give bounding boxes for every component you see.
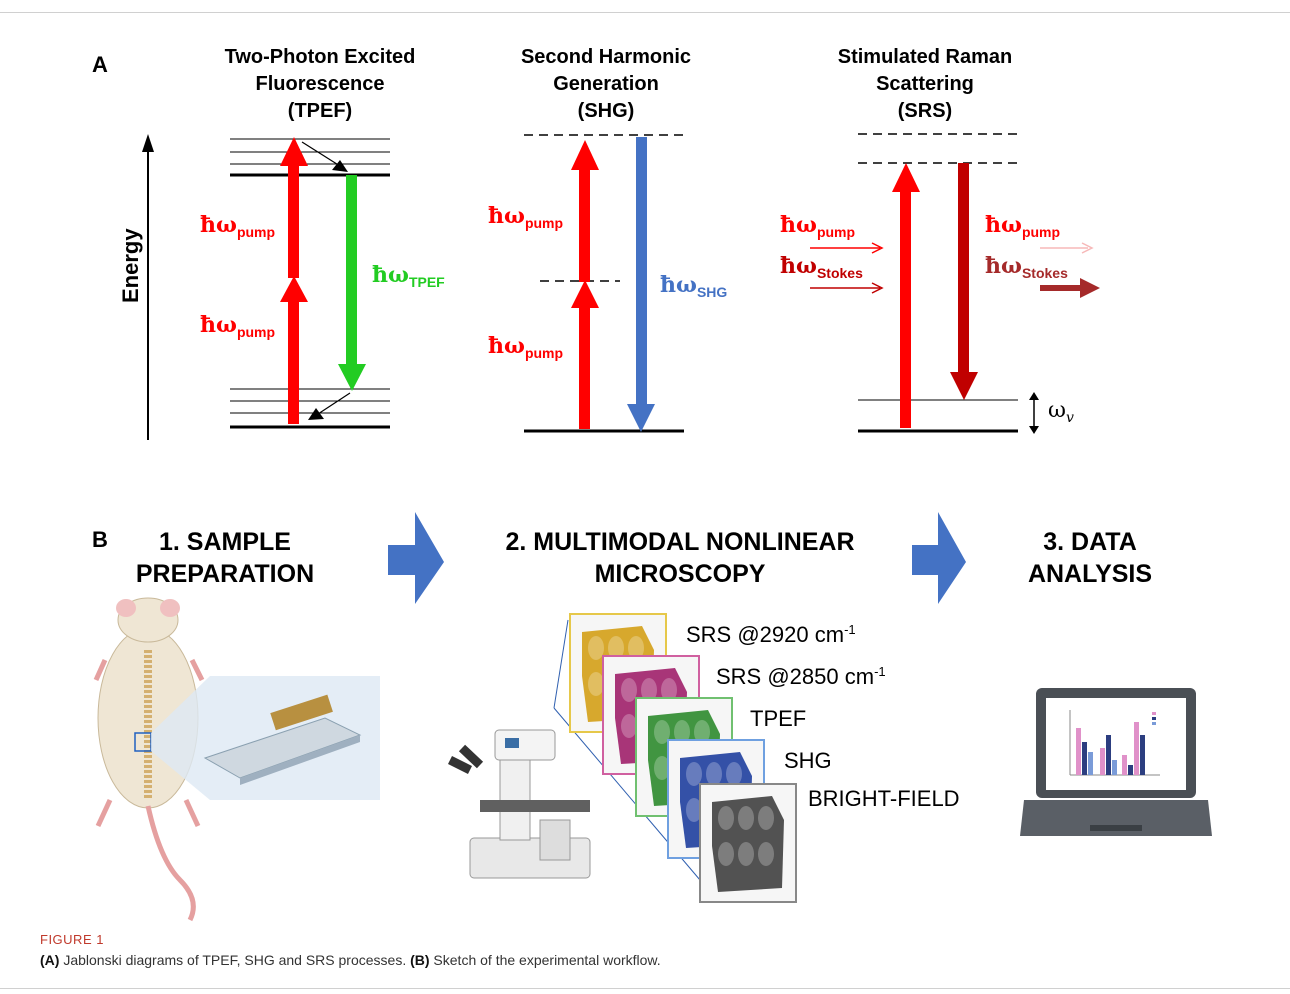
microscope-illustration [447, 619, 701, 881]
srs-stokes-arrow [950, 163, 978, 400]
panel-b-letter: B [92, 527, 108, 552]
shg-pump-label-upper: ħωpump [488, 203, 564, 231]
tpef-title-line1: Two-Photon Excited [224, 46, 416, 68]
srs-title-line3: (SRS) [897, 100, 953, 122]
stack-image-label-text-3: SHG [784, 748, 832, 773]
glass-slide [203, 694, 362, 785]
shg-pump-arrow-upper [571, 140, 599, 282]
caption-text: (A) Jablonski diagrams of TPEF, SHG and … [40, 950, 1250, 970]
shg-pump-arrow-lower [571, 280, 599, 429]
bottom-divider [0, 988, 1290, 989]
stack-image-label-sup-0: -1 [844, 622, 856, 637]
caption-heading: FIGURE 1 [40, 932, 104, 947]
stack-image-label-text-0: SRS @2920 cm [686, 622, 845, 647]
tpef-relaxation-arrows [301, 141, 351, 420]
shg-energy-levels [524, 134, 684, 433]
tpef-pump-arrow-lower [280, 276, 308, 424]
workflow-arrow-1 [388, 512, 444, 604]
srs-input-pump-label: ħωpump [780, 212, 856, 240]
stack-image-label-4: BRIGHT-FIELD [808, 786, 960, 812]
srs-energy-levels [858, 133, 1018, 433]
top-divider [0, 12, 1290, 13]
tpef-emission-label: ħωTPEF [372, 262, 445, 290]
srs-title-line2: Scattering [876, 73, 974, 95]
figure-caption: FIGURE 1 (A) Jablonski diagrams of TPEF,… [40, 930, 1250, 970]
step-data-analysis: 3. DATA ANALYSIS [1005, 526, 1175, 590]
srs-output-pump-arrow [1040, 242, 1094, 254]
step3-line2: ANALYSIS [1027, 560, 1153, 588]
shg-emission-label: ħωSHG [660, 272, 728, 300]
shg-title-line2: Generation [553, 73, 659, 95]
caption-b-text: Sketch of the experimental workflow. [429, 952, 661, 968]
stack-image-label-text-4: BRIGHT-FIELD [808, 786, 960, 811]
caption-a-text: Jablonski diagrams of TPEF, SHG and SRS … [59, 952, 411, 968]
srs-input-pump-arrow [810, 242, 884, 254]
srs-vibrational-label: ωv [1048, 398, 1074, 426]
shg-title-line3: (SHG) [577, 100, 635, 122]
stack-image-label-sup-1: -1 [874, 664, 886, 679]
stack-image-label-2: TPEF [750, 706, 806, 732]
shg-pump-label-lower: ħωpump [488, 333, 564, 361]
stack-image-label-1: SRS @2850 cm-1 [716, 664, 886, 690]
tpef-title-line3: (TPEF) [287, 100, 353, 122]
tpef-energy-levels [230, 138, 390, 429]
srs-pump-arrow [892, 163, 920, 428]
tpef-pump-arrow-upper [280, 137, 308, 278]
step2-line2: MICROSCOPY [594, 560, 766, 588]
stack-image-label-3: SHG [784, 748, 832, 774]
step1-line1: 1. SAMPLE [159, 528, 291, 556]
step3-line1: 3. DATA [1043, 528, 1137, 556]
laptop-illustration [1020, 688, 1212, 836]
srs-input-stokes-arrow [810, 282, 884, 294]
srs-output-stokes-label: ħωStokes [985, 253, 1068, 281]
srs-title: Stimulated Raman Scattering (SRS) [795, 44, 1055, 125]
step-multimodal-microscopy: 2. MULTIMODAL NONLINEAR MICROSCOPY [470, 526, 890, 590]
shg-title: Second Harmonic Generation (SHG) [476, 44, 736, 125]
panel-a-letter: A [92, 52, 108, 77]
laptop-bar-chart-graphic [1069, 710, 1160, 776]
stack-image-4 [699, 783, 797, 903]
srs-output-pump-label: ħωpump [985, 212, 1061, 240]
tpef-title: Two-Photon Excited Fluorescence (TPEF) [190, 44, 450, 125]
srs-output-stokes-arrow [1040, 278, 1100, 298]
stack-image-label-text-1: SRS @2850 cm [716, 664, 875, 689]
image-stack [569, 613, 797, 903]
energy-axis-arrow [142, 134, 154, 440]
step1-line2: PREPARATION [135, 560, 315, 588]
tpef-title-line2: Fluorescence [255, 73, 385, 95]
tpef-emission-arrow [338, 175, 366, 391]
caption-a-tag: (A) [40, 952, 60, 968]
shg-emission-arrow [627, 137, 655, 432]
srs-title-line1: Stimulated Raman [837, 46, 1013, 68]
srs-input-stokes-label: ħωStokes [780, 253, 863, 281]
stack-image-label-0: SRS @2920 cm-1 [686, 622, 856, 648]
step2-line1: 2. MULTIMODAL NONLINEAR [505, 528, 855, 556]
caption-b-tag: (B) [410, 952, 430, 968]
tpef-pump-label-upper: ħωpump [200, 212, 276, 240]
shg-title-line1: Second Harmonic [520, 46, 692, 68]
tpef-pump-label-lower: ħωpump [200, 312, 276, 340]
stack-image-label-text-2: TPEF [750, 706, 807, 731]
workflow-arrow-2 [912, 512, 966, 604]
step-sample-preparation: 1. SAMPLE PREPARATION [110, 526, 340, 590]
srs-vibrational-gap-arrow [1029, 392, 1039, 434]
